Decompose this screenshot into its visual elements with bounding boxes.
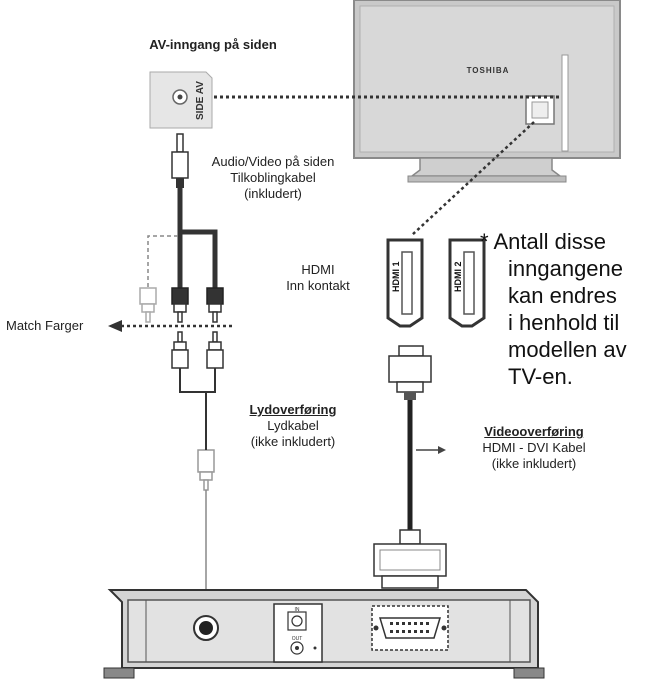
- av-cable-plug: [147, 133, 218, 290]
- side-av-panel: [149, 71, 213, 129]
- video-transfer-arrow: [438, 446, 446, 454]
- device-in-out-panel: [273, 603, 323, 663]
- rca-plugs-upper: [139, 287, 224, 323]
- model-note-line3: kan endres: [508, 283, 617, 308]
- hdmi-link-line: [411, 121, 535, 236]
- hdmi-port-2: [448, 238, 486, 328]
- model-note-line5: modellen av: [508, 337, 627, 362]
- av-cable-label-line3: (inkludert): [244, 186, 302, 201]
- hdmi-port-1-label: HDMI 1: [391, 261, 401, 292]
- hdmi-input-label-line1: HDMI: [301, 262, 335, 277]
- side-av-port-label: SIDE AV: [195, 81, 206, 120]
- model-note: * Antall disse inngangene kan endres i h…: [480, 228, 627, 390]
- model-note-line4: i henhold til: [508, 310, 620, 335]
- hdmi-cable-plug: [388, 345, 432, 530]
- hdmi-port-1: [386, 238, 424, 328]
- video-transfer-line1: HDMI - DVI Kabel: [482, 440, 586, 455]
- video-transfer-line2: (ikke inkludert): [491, 456, 577, 471]
- audio-transfer-title: Lydoverføring: [249, 402, 337, 417]
- audio-transfer-line2: (ikke inkludert): [250, 434, 336, 449]
- match-colors-arrow: [108, 320, 122, 332]
- hdmi-input-label-line2: Inn kontakt: [286, 278, 350, 293]
- device-dvi-port: [371, 605, 449, 651]
- hdmi-port-2-label: HDMI 2: [453, 261, 463, 292]
- hdmi-input-label: HDMI Inn kontakt: [272, 262, 364, 294]
- match-colors-label: Match Farger: [6, 318, 84, 333]
- side-av-title: AV-inngang på siden: [149, 37, 277, 52]
- model-note-line6: TV-en.: [508, 364, 573, 389]
- audio-cable-plug: [197, 430, 215, 598]
- av-cable-label: Audio/Video på siden Tilkoblingkabel (in…: [194, 154, 352, 202]
- tv-brand-logo: TOSHIBA: [467, 66, 510, 75]
- device-in-label: IN: [295, 607, 300, 613]
- av-cable-label-line1: Audio/Video på siden: [211, 154, 335, 169]
- tv-illustration: [353, 0, 621, 183]
- audio-transfer-line1: Lydkabel: [267, 418, 319, 433]
- dvi-cable-plug: [373, 529, 447, 589]
- rca-plugs-lower: [171, 331, 224, 430]
- model-note-line1: * Antall disse: [480, 229, 606, 254]
- device-back-panel: [103, 589, 545, 679]
- device-out-label: OUT: [292, 636, 303, 642]
- video-transfer-label: Videooverføring HDMI - DVI Kabel (ikke i…: [460, 424, 608, 472]
- audio-transfer-label: Lydoverføring Lydkabel (ikke inkludert): [232, 402, 354, 450]
- video-transfer-title: Videooverføring: [484, 424, 584, 439]
- model-note-line2: inngangene: [508, 256, 624, 281]
- device-audio-jack: [193, 615, 219, 641]
- av-cable-label-line2: Tilkoblingkabel: [230, 170, 316, 185]
